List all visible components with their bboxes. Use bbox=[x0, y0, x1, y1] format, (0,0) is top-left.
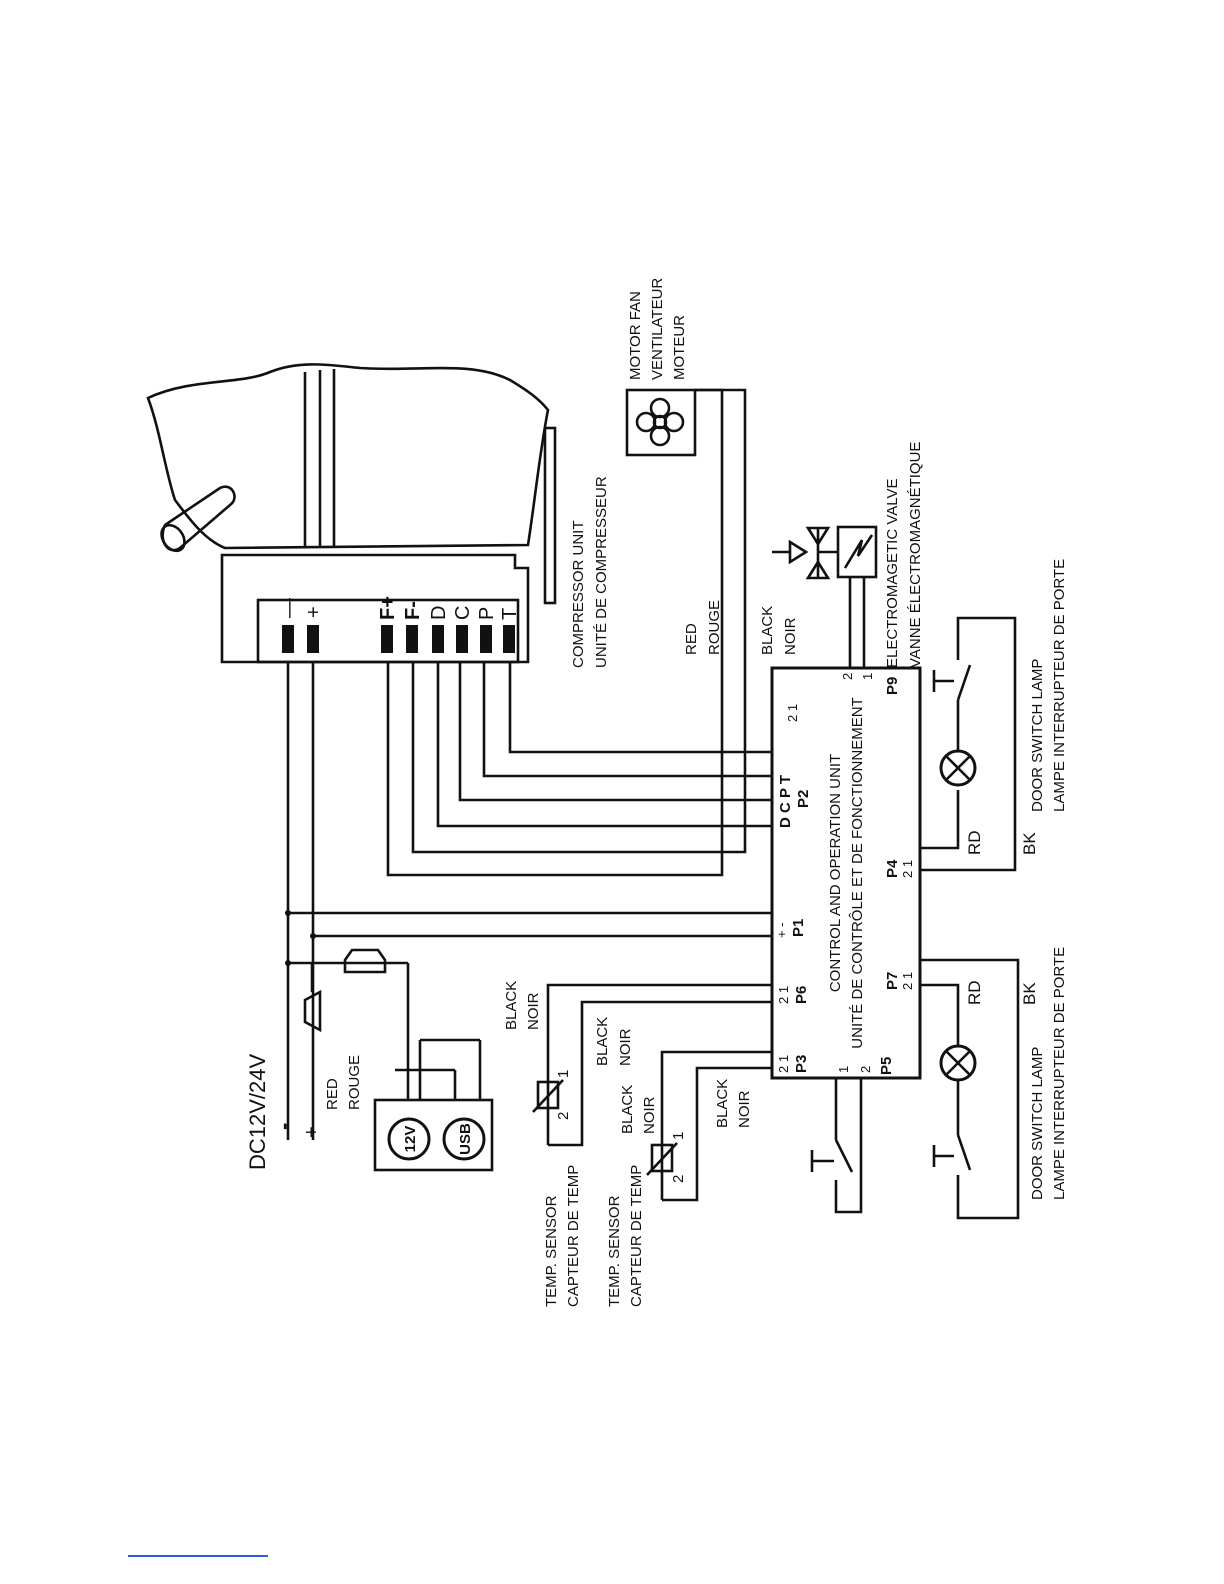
terminal-d bbox=[432, 625, 444, 653]
port-p3-name: P3 bbox=[793, 1055, 810, 1073]
lamp-lower-rd: RD bbox=[965, 980, 984, 1005]
socket-12v-label: 12V bbox=[402, 1126, 419, 1153]
sensor-wire-d-2: NOIR bbox=[736, 1090, 753, 1128]
sensor-wires bbox=[546, 983, 772, 1202]
temp-sensor-2 bbox=[646, 1142, 678, 1176]
sensor-1-pin1: 1 bbox=[555, 1070, 572, 1078]
socket-usb: USB bbox=[442, 1117, 486, 1161]
fan-icon bbox=[635, 397, 685, 447]
port-p7-pins: 2 1 bbox=[900, 972, 915, 990]
terminal-label-c: C bbox=[452, 606, 474, 620]
terminal-minus bbox=[282, 625, 294, 653]
lamp-upper-label-fr: LAMPE INTERRUPTEUR DE PORTE bbox=[1051, 559, 1068, 812]
compressor-wires bbox=[285, 388, 772, 1140]
power-plus: + bbox=[301, 1126, 323, 1138]
sensor-2-label-en: TEMP. SENSOR bbox=[606, 1195, 623, 1307]
compressor-label-en: COMPRESSOR UNIT bbox=[570, 520, 587, 668]
sensor-1-label-en: TEMP. SENSOR bbox=[543, 1195, 560, 1307]
sensor-wire-c-1: BLACK bbox=[619, 1085, 636, 1134]
port-p5-pin2: 2 bbox=[858, 1066, 873, 1073]
sensor-2-pin2: 2 bbox=[670, 1175, 687, 1183]
sensor-wire-c-2: NOIR bbox=[641, 1096, 658, 1134]
sensor-wire-b-1: BLACK bbox=[594, 1017, 611, 1066]
port-p1-name: P1 bbox=[790, 919, 807, 937]
p5-switch bbox=[810, 1078, 863, 1214]
fan-wire-noir: NOIR bbox=[782, 617, 799, 655]
lamp-upper-bk: BK bbox=[1020, 832, 1039, 855]
terminal-label-p: P bbox=[476, 607, 498, 620]
fan-label-2: VENTILATEUR bbox=[649, 278, 666, 380]
fan-wire-rouge: ROUGE bbox=[706, 600, 723, 655]
power-socket: 12V USB bbox=[373, 1098, 494, 1172]
temp-sensor-1 bbox=[532, 1079, 564, 1113]
port-p2-name: P2 bbox=[795, 790, 812, 808]
port-p2-pins: D C P T bbox=[777, 775, 794, 828]
terminal-f-plus bbox=[381, 625, 393, 653]
sensor-wire-d-1: BLACK bbox=[714, 1079, 731, 1128]
sensor-wire-a-1: BLACK bbox=[503, 981, 520, 1030]
terminal-label-plus: + bbox=[303, 606, 325, 618]
valve-label-en: ELECTROMAGETIC VALVE bbox=[884, 479, 901, 669]
fan-label-3: MOTEUR bbox=[671, 315, 688, 380]
terminal-p bbox=[480, 625, 492, 653]
terminal-t bbox=[503, 625, 515, 653]
terminal-label-t: T bbox=[499, 608, 521, 620]
socket-12v: 12V bbox=[387, 1117, 431, 1161]
lamp-upper-rd: RD bbox=[965, 830, 984, 855]
sensor-1-pin2: 2 bbox=[555, 1112, 572, 1120]
control-unit-label-en: CONTROL AND OPERATION UNIT bbox=[827, 754, 844, 992]
control-unit-label-fr: UNITÉ DE CONTRÔLE ET DE FONCTIONNEMENT bbox=[849, 697, 866, 1048]
lamp-lower-label-en: DOOR SWITCH LAMP bbox=[1029, 1047, 1046, 1200]
port-p9-pin1: 1 bbox=[860, 673, 875, 680]
lamp-upper-label-en: DOOR SWITCH LAMP bbox=[1029, 659, 1046, 812]
sensor-1-label-fr: CAPTEUR DE TEMP bbox=[565, 1165, 582, 1307]
fuse-and-plug bbox=[288, 948, 482, 1100]
port-p6-pins: 2 1 bbox=[776, 986, 791, 1004]
port-p1-pins: + - bbox=[774, 922, 789, 938]
red-wire-label-fr: ROUGE bbox=[346, 1055, 363, 1110]
terminal-label-f-minus: F- bbox=[402, 601, 424, 620]
port-p9-pin2: 2 bbox=[840, 673, 855, 680]
socket-usb-label: USB bbox=[457, 1123, 474, 1155]
sensor-2-pin1: 1 bbox=[670, 1132, 687, 1140]
motor-fan bbox=[625, 388, 697, 457]
terminal-plus bbox=[307, 625, 319, 653]
port-p5-name: P5 bbox=[878, 1057, 895, 1075]
terminal-f-minus bbox=[406, 625, 418, 653]
compressor-label-fr: UNITÉ DE COMPRESSEUR bbox=[593, 476, 610, 668]
lamp-lower-label-fr: LAMPE INTERRUPTEUR DE PORTE bbox=[1051, 947, 1068, 1200]
sensor-wire-a-2: NOIR bbox=[525, 992, 542, 1030]
compressor-body bbox=[146, 363, 557, 605]
port-p3-pins: 2 1 bbox=[776, 1055, 791, 1073]
power-label: DC12V/24V bbox=[245, 1053, 270, 1170]
door-lamp-upper bbox=[920, 616, 1017, 872]
sensor-2-label-fr: CAPTEUR DE TEMP bbox=[628, 1165, 645, 1307]
door-lamp-lower bbox=[920, 958, 1020, 1220]
control-unit bbox=[770, 666, 922, 1080]
fan-wire-black: BLACK bbox=[759, 606, 776, 655]
valve-label-fr: VANNE ÉLECTROMAGNÉTIQUE bbox=[907, 442, 924, 668]
fan-label-1: MOTOR FAN bbox=[627, 291, 644, 380]
terminal-label-f-plus: F+ bbox=[377, 596, 399, 620]
port-p2-aux-pins: 2 1 bbox=[785, 704, 800, 722]
fan-wire-red: RED bbox=[683, 623, 700, 655]
terminal-label-minus: — bbox=[278, 598, 300, 618]
port-p9-name: P9 bbox=[884, 677, 901, 695]
port-p6-name: P6 bbox=[793, 986, 810, 1004]
electromagnetic-valve bbox=[772, 525, 878, 668]
compressor-control-box: — + F+ F- D C P T bbox=[220, 553, 530, 664]
terminal-label-d: D bbox=[428, 606, 450, 620]
terminal-c bbox=[456, 625, 468, 653]
port-p4-pins: 2 1 bbox=[900, 860, 915, 878]
port-p4-name: P4 bbox=[884, 859, 901, 878]
power-minus: - bbox=[271, 1123, 296, 1130]
port-p5-pin1: 1 bbox=[836, 1066, 851, 1073]
sensor-wire-b-2: NOIR bbox=[617, 1028, 634, 1066]
red-wire-label: RED bbox=[324, 1078, 341, 1110]
lamp-lower-bk: BK bbox=[1020, 982, 1039, 1005]
port-p7-name: P7 bbox=[884, 972, 901, 990]
footer-link-underline[interactable] bbox=[128, 1555, 268, 1557]
